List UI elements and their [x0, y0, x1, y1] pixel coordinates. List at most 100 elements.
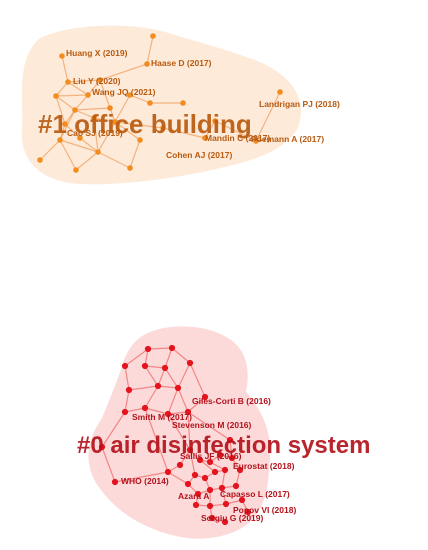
edge — [93, 117, 99, 153]
edge — [144, 407, 169, 473]
edge — [146, 35, 154, 65]
node[interactable] — [211, 468, 219, 476]
node[interactable] — [97, 77, 103, 83]
cluster-office-building-node-labels: Huang X (2019) Haase D (2017) Liu Y (202… — [66, 48, 340, 160]
node[interactable] — [150, 33, 156, 39]
node[interactable] — [137, 137, 143, 143]
edge — [39, 139, 61, 161]
node[interactable] — [111, 478, 119, 486]
node[interactable] — [73, 167, 79, 173]
node[interactable] — [127, 165, 133, 171]
edge — [199, 459, 216, 473]
node[interactable] — [201, 474, 209, 482]
node[interactable] — [98, 443, 106, 451]
node[interactable] — [141, 404, 149, 412]
node[interactable] — [59, 53, 65, 59]
node[interactable] — [202, 135, 208, 141]
node[interactable] — [232, 482, 240, 490]
node[interactable] — [180, 100, 186, 106]
node[interactable] — [77, 135, 83, 141]
node[interactable] — [238, 496, 246, 504]
edge — [128, 385, 159, 391]
node[interactable] — [144, 345, 152, 353]
node[interactable] — [65, 79, 71, 85]
node[interactable] — [125, 386, 133, 394]
node[interactable] — [212, 118, 218, 124]
node-label-capasso-l-2017: Capasso L (2017) — [220, 489, 290, 499]
node[interactable] — [186, 446, 194, 454]
node[interactable] — [194, 490, 202, 498]
node[interactable] — [277, 89, 283, 95]
node[interactable] — [201, 393, 209, 401]
node[interactable] — [174, 384, 182, 392]
node[interactable] — [57, 137, 63, 143]
node[interactable] — [37, 157, 43, 163]
node-label-who-2014: WHO (2014) — [121, 476, 169, 486]
node[interactable] — [221, 518, 229, 526]
node[interactable] — [216, 451, 224, 459]
node[interactable] — [161, 364, 169, 372]
node[interactable] — [221, 466, 229, 474]
node-label-liu-y-2020: Liu Y (2020) — [73, 76, 121, 86]
edge — [171, 347, 191, 364]
node[interactable] — [218, 484, 226, 492]
node[interactable] — [53, 93, 59, 99]
cluster-air-disinfection-system-nodes — [98, 344, 252, 526]
node[interactable] — [192, 501, 200, 509]
edge — [204, 120, 216, 139]
node[interactable] — [206, 502, 214, 510]
node[interactable] — [222, 500, 230, 508]
node[interactable] — [191, 471, 199, 479]
node[interactable] — [228, 454, 236, 462]
cluster-office-building: Huang X (2019) Haase D (2017) Liu Y (202… — [21, 25, 340, 185]
node[interactable] — [244, 508, 252, 516]
node[interactable] — [141, 362, 149, 370]
node[interactable] — [196, 456, 204, 464]
edge — [167, 411, 189, 415]
cluster-office-building-hull — [21, 25, 301, 185]
node[interactable] — [112, 119, 118, 125]
node[interactable] — [164, 410, 172, 418]
node[interactable] — [184, 408, 192, 416]
node[interactable] — [85, 92, 91, 98]
edge — [87, 79, 101, 96]
node[interactable] — [95, 149, 101, 155]
edge — [114, 121, 164, 129]
node-label-sallis-jf-2016: Sallis JF (2016) — [180, 451, 242, 461]
edge — [214, 120, 257, 142]
node[interactable] — [107, 105, 113, 111]
node[interactable] — [62, 121, 68, 127]
node[interactable] — [72, 107, 78, 113]
node-label-haase-d-2017: Haase D (2017) — [151, 58, 212, 68]
node[interactable] — [208, 514, 216, 522]
node[interactable] — [121, 362, 129, 370]
node[interactable] — [184, 480, 192, 488]
node[interactable] — [160, 125, 166, 131]
edge — [167, 387, 179, 415]
node[interactable] — [206, 486, 214, 494]
node[interactable] — [91, 115, 97, 121]
node[interactable] — [121, 408, 129, 416]
node[interactable] — [154, 382, 162, 390]
edge — [129, 139, 141, 169]
edge — [61, 55, 69, 83]
cluster-office-building-nodes — [37, 33, 283, 173]
node[interactable] — [164, 468, 172, 476]
node-label-smith-m-2017: Smith M (2017) — [132, 412, 192, 422]
node[interactable] — [206, 458, 214, 466]
node[interactable] — [176, 461, 184, 469]
node[interactable] — [226, 436, 234, 444]
edge — [167, 471, 189, 485]
node[interactable] — [168, 344, 176, 352]
node[interactable] — [186, 359, 194, 367]
edge — [162, 127, 206, 139]
node[interactable] — [147, 100, 153, 106]
edge — [177, 387, 189, 413]
edge — [55, 95, 66, 125]
edge — [97, 121, 116, 153]
node[interactable] — [144, 61, 150, 67]
node[interactable] — [236, 466, 244, 474]
node-label-eurostat-2018: Eurostat (2018) — [233, 461, 295, 471]
node[interactable] — [253, 138, 259, 144]
node[interactable] — [127, 92, 133, 98]
